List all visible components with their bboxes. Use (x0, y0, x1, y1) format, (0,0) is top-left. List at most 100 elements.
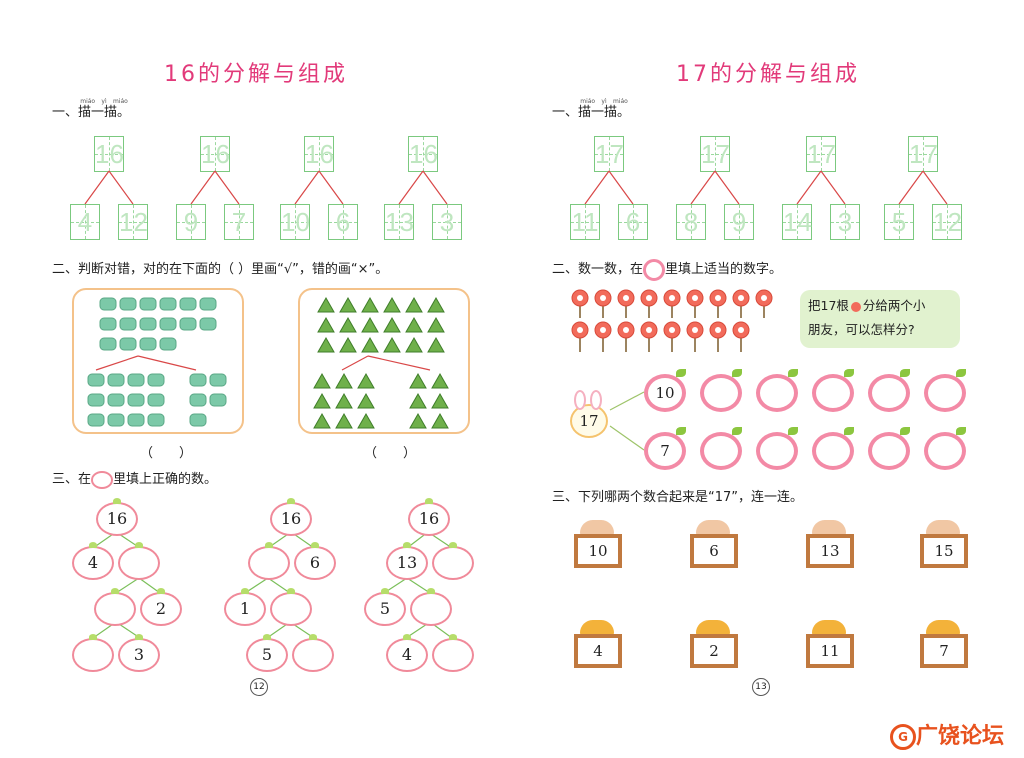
cat-icon (580, 520, 614, 536)
radish-cell[interactable] (868, 427, 910, 470)
apple-cell[interactable]: 4 (72, 542, 114, 580)
number-pot[interactable]: 2 (690, 634, 738, 668)
cat-icon (926, 620, 960, 636)
trace-box-left: 14 (782, 204, 812, 240)
apple-cell[interactable]: 13 (386, 542, 428, 580)
trace-box-left: 13 (384, 204, 414, 240)
radish-cell[interactable] (924, 369, 966, 412)
apple-cell[interactable]: 5 (246, 634, 288, 672)
trace-box-top: 16 (408, 136, 438, 172)
radish-cell: 7 (644, 427, 686, 470)
apple-cell: 16 (408, 498, 450, 536)
radish-cell[interactable] (756, 369, 798, 412)
trace-box-top: 16 (304, 136, 334, 172)
apple-cell[interactable] (72, 634, 114, 672)
trace-box-right: 6 (618, 204, 648, 240)
apple-cell[interactable]: 2 (140, 588, 182, 626)
speech-bubble: 把17根分给两个小 朋友，可以怎样分? (800, 290, 960, 348)
trace-box-left: 8 (676, 204, 706, 240)
radish-cell[interactable] (756, 427, 798, 470)
trace-box-left: 5 (884, 204, 914, 240)
apple-icon (91, 470, 114, 489)
apple-cell[interactable] (432, 542, 474, 580)
trace-box-left: 11 (570, 204, 600, 240)
cat-icon (926, 520, 960, 536)
page-title: 17的分解与组成 (676, 62, 860, 87)
lollipop-icon (850, 301, 861, 312)
radish-cell[interactable] (868, 369, 910, 412)
trace-box-top: 16 (200, 136, 230, 172)
apple-cell[interactable] (432, 634, 474, 672)
number-pot[interactable]: 10 (574, 534, 622, 568)
trace-box-top: 17 (806, 136, 836, 172)
radish-cell[interactable] (700, 427, 742, 470)
radish-cell[interactable] (700, 369, 742, 412)
apple-cell[interactable]: 4 (386, 634, 428, 672)
radish-icon (643, 258, 666, 281)
number-pot[interactable]: 6 (690, 534, 738, 568)
radish-cell: 10 (644, 369, 686, 412)
cake-illustration (87, 297, 227, 427)
apple-cell: 16 (96, 498, 138, 536)
section-1-heading: 一、描一描。miáo yì miáo (552, 98, 631, 120)
logo-icon: G (890, 724, 916, 750)
zongzi-picture-box (298, 288, 470, 434)
radish-cell[interactable] (812, 369, 854, 412)
apple-cell[interactable] (248, 542, 290, 580)
trace-box-left: 9 (176, 204, 206, 240)
cat-icon (696, 520, 730, 536)
number-pot[interactable]: 4 (574, 634, 622, 668)
trace-box-top: 16 (94, 136, 124, 172)
answer-parentheses[interactable]: （ ） (140, 446, 193, 461)
trace-box-right: 3 (830, 204, 860, 240)
trace-box-right: 3 (432, 204, 462, 240)
trace-box-right: 6 (328, 204, 358, 240)
right-page: 17的分解与组成 一、描一描。miáo yì miáo 17 11 6 17 8… (512, 0, 1024, 758)
bunny-ear-icon (574, 390, 586, 410)
left-page: 16的分解与组成 一、描一描。miáo yì miáo 16 4 12 16 9… (52, 62, 474, 696)
trace-box-top: 17 (908, 136, 938, 172)
trace-box-right: 7 (224, 204, 254, 240)
radish-cell[interactable] (812, 427, 854, 470)
trace-box-right: 9 (724, 204, 754, 240)
cat-icon (812, 620, 846, 636)
apple-cell[interactable]: 1 (224, 588, 266, 626)
cake-picture-box (72, 288, 244, 434)
radish-cell[interactable] (924, 427, 966, 470)
page-title: 16的分解与组成 (164, 62, 348, 87)
section-3-heading: 三、下列哪两个数合起来是“17”，连一连。 (552, 490, 804, 505)
apple-cell: 16 (270, 498, 312, 536)
apple-cell[interactable]: 6 (294, 542, 336, 580)
apple-cell[interactable] (94, 588, 136, 626)
number-pot[interactable]: 15 (920, 534, 968, 568)
answer-parentheses[interactable]: （ ） (364, 446, 417, 461)
apple-cell[interactable] (270, 588, 312, 626)
trace-box-right: 12 (932, 204, 962, 240)
trace-box-top: 17 (700, 136, 730, 172)
section-2-heading: 二、判断对错，对的在下面的（ ）里画“√”，错的画“×”。 (52, 262, 389, 277)
cat-icon (696, 620, 730, 636)
number-pot[interactable]: 11 (806, 634, 854, 668)
lollipop-illustration (571, 289, 773, 352)
section-2-heading: 二、数一数，在里填上适当的数字。 (552, 258, 782, 281)
apple-cell[interactable] (410, 588, 452, 626)
number-pot[interactable]: 7 (920, 634, 968, 668)
apple-cell[interactable]: 3 (118, 634, 160, 672)
cat-icon (580, 620, 614, 636)
number-pot[interactable]: 13 (806, 534, 854, 568)
zongzi-illustration (313, 296, 449, 429)
apple-cell[interactable] (118, 542, 160, 580)
apple-cell[interactable] (292, 634, 334, 672)
page-number: 12 (250, 678, 268, 696)
trace-box-right: 12 (118, 204, 148, 240)
bunny-number: 17 (570, 404, 608, 438)
bunny-ear-icon (590, 390, 602, 410)
page-number: 13 (752, 678, 770, 696)
trace-box-top: 17 (594, 136, 624, 172)
section-1-heading: 一、描一描。miáo yì miáo (52, 98, 131, 120)
apple-cell[interactable]: 5 (364, 588, 406, 626)
connector-lines (584, 170, 948, 451)
section-3-heading: 三、在里填上正确的数。 (52, 470, 218, 489)
cat-icon (812, 520, 846, 536)
